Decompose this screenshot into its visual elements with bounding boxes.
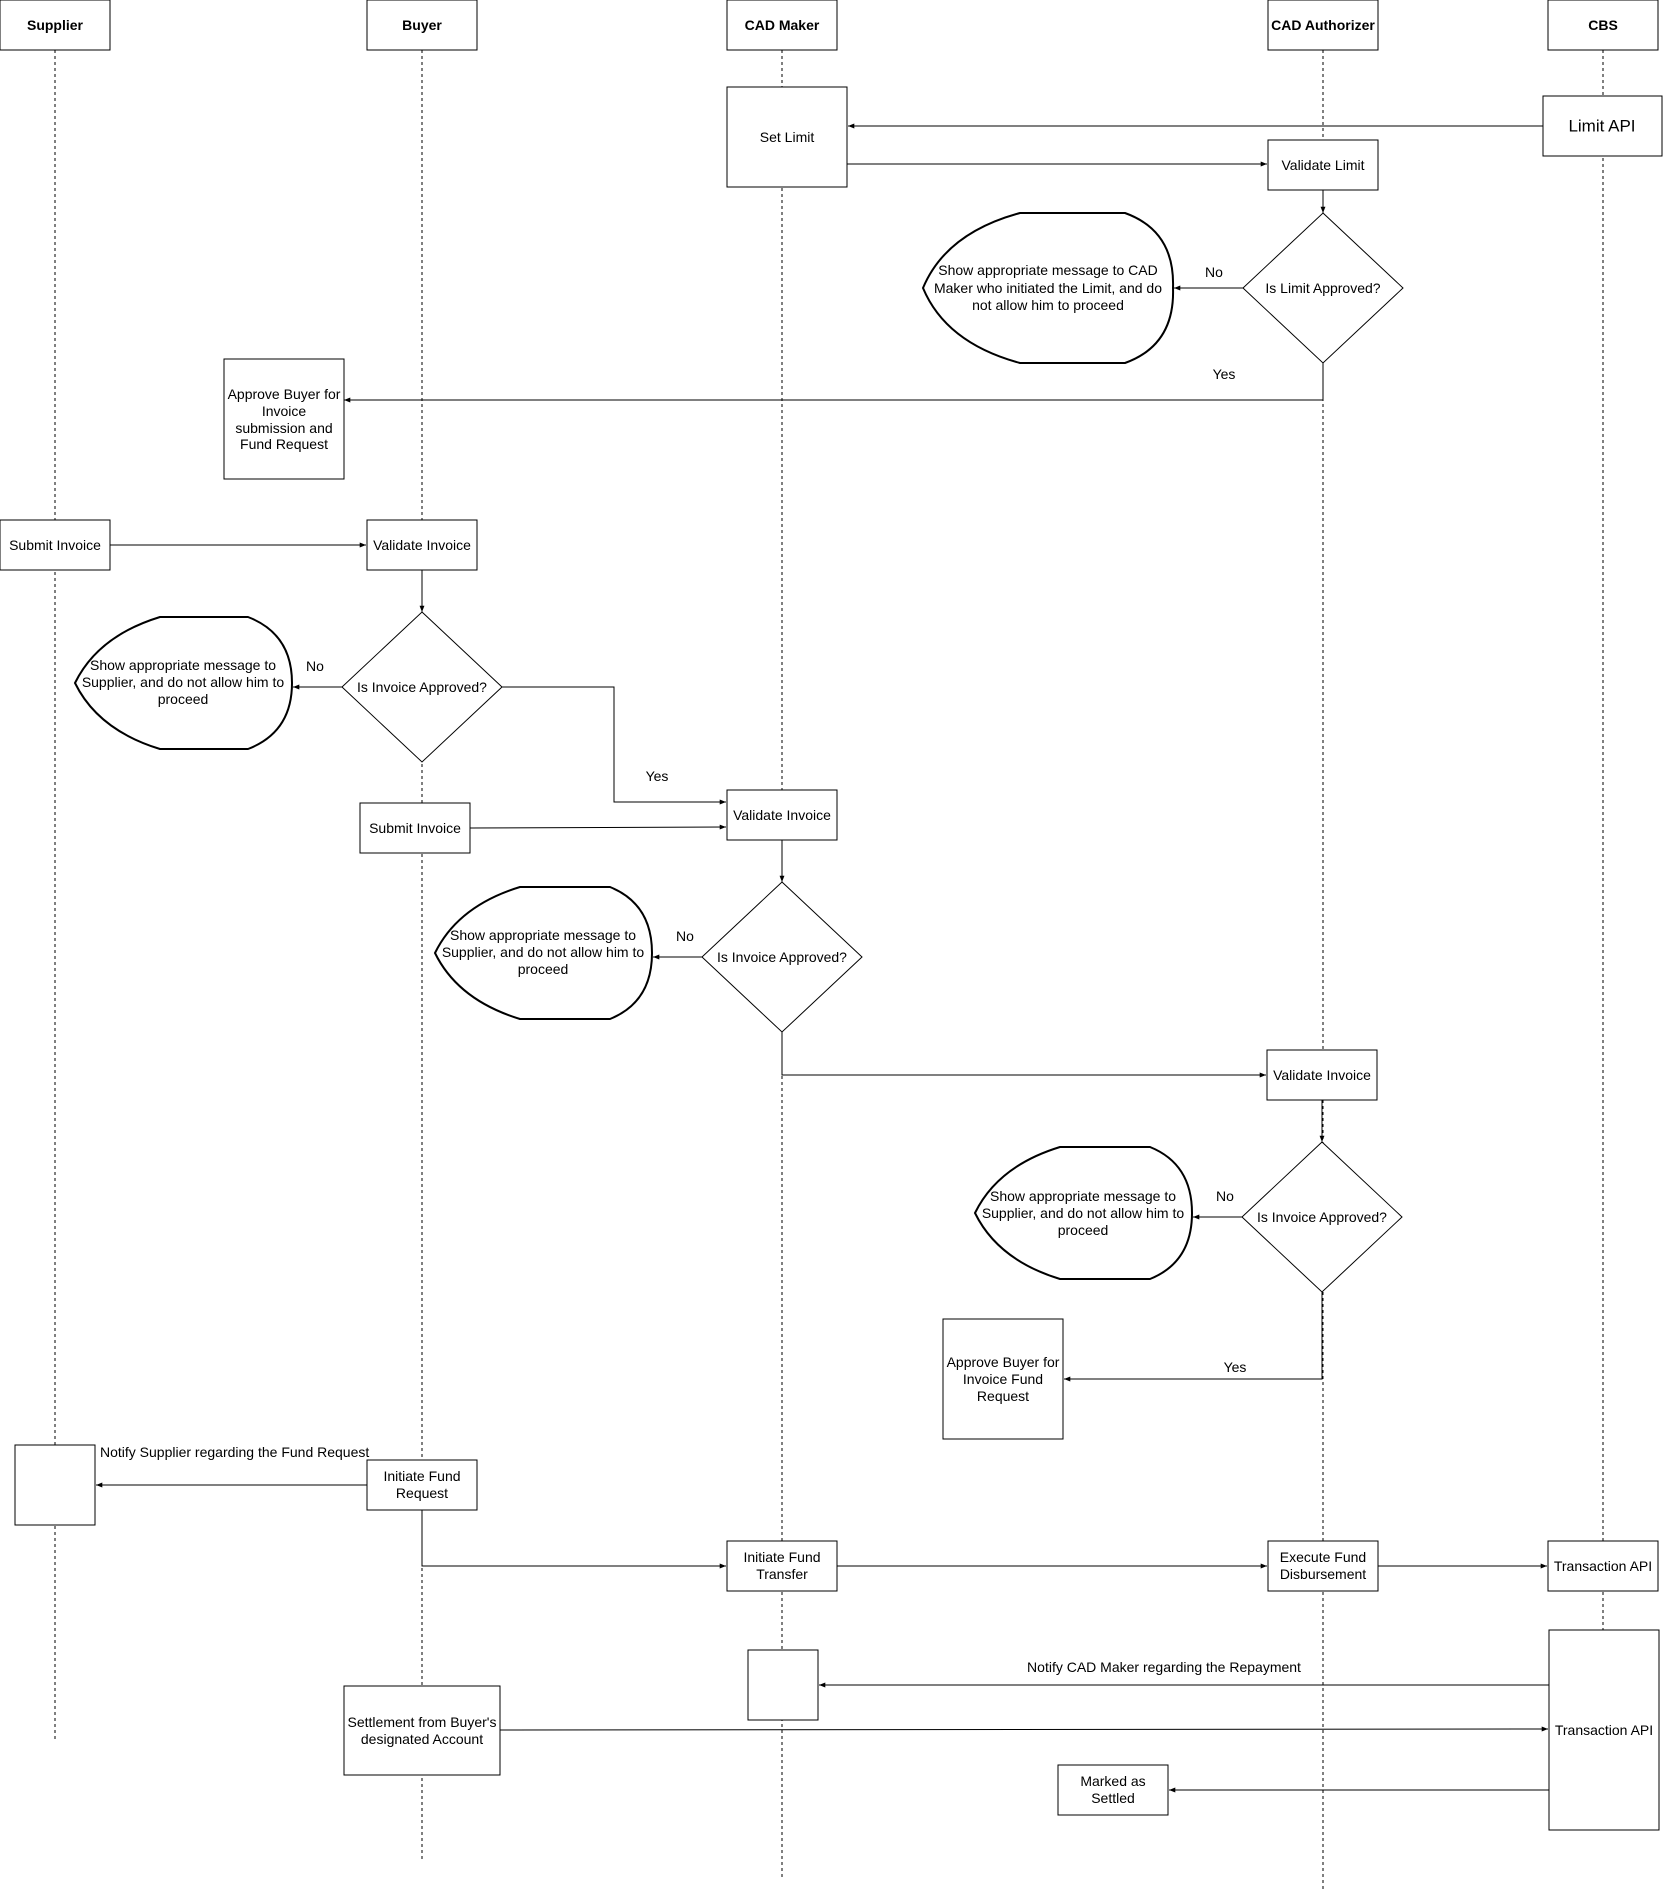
maker-reject-line-1: Show appropriate message to <box>450 927 636 943</box>
maker-reject-line-2: Supplier, and do not allow him to <box>442 944 645 960</box>
approve-buyer-submission-line-4: Fund Request <box>240 436 328 452</box>
lane-header-cad-authorizer-label: CAD Authorizer <box>1271 17 1375 33</box>
buyer-submit-invoice-box: Submit Invoice <box>359 802 471 854</box>
buyer-is-invoice-approved-label: Is Invoice Approved? <box>357 679 487 695</box>
auth-reject-message: Show appropriate message to Supplier, an… <box>973 1146 1194 1280</box>
validate-limit-label: Validate Limit <box>1281 157 1364 173</box>
edge-label-auth-no: No <box>1216 1188 1234 1204</box>
lane-header-cad-authorizer: CAD Authorizer <box>1267 0 1379 51</box>
edge-label-buyer-no: No <box>306 658 324 674</box>
buyer-is-invoice-approved-decision: Is Invoice Approved? <box>341 611 503 763</box>
buyer-validate-invoice-label: Validate Invoice <box>373 537 471 553</box>
marked-settled-line-1: Marked as <box>1080 1773 1145 1789</box>
transaction-api-1-label: Transaction API <box>1554 1558 1652 1574</box>
approve-buyer-fund-line-2: Invoice Fund <box>963 1371 1043 1387</box>
supplier-notification-box <box>14 1444 96 1526</box>
limit-api-box: Limit API <box>1542 95 1663 157</box>
auth-reject-line-1: Show appropriate message to <box>990 1188 1176 1204</box>
arrow-maker-yes <box>781 1032 1266 1078</box>
edge-label-notify-maker: Notify CAD Maker regarding the Repayment <box>1027 1659 1301 1675</box>
buyer-reject-line-3: proceed <box>158 691 209 707</box>
settlement-line-2: designated Account <box>361 1731 483 1747</box>
initiate-fund-request-line-2: Request <box>396 1485 448 1501</box>
is-limit-approved-decision: Is Limit Approved? <box>1242 212 1404 364</box>
buyer-reject-line-2: Supplier, and do not allow him to <box>82 674 285 690</box>
edge-label-notify-supplier: Notify Supplier regarding the Fund Reque… <box>100 1444 369 1460</box>
maker-validate-invoice-label: Validate Invoice <box>733 807 831 823</box>
arrow-buyer-submit-to-maker-validate <box>469 824 727 830</box>
auth-reject-line-3: proceed <box>1058 1222 1109 1238</box>
marked-settled-line-2: Settled <box>1091 1790 1135 1806</box>
execute-fund-disbursement-line-1: Execute Fund <box>1280 1549 1366 1565</box>
auth-is-invoice-approved-label: Is Invoice Approved? <box>1257 1209 1387 1225</box>
lane-header-cad-maker: CAD Maker <box>726 0 838 51</box>
auth-is-invoice-approved-decision: Is Invoice Approved? <box>1241 1141 1403 1293</box>
limit-api-label: Limit API <box>1568 117 1635 136</box>
limit-reject-message: Show appropriate message to CAD Maker wh… <box>921 212 1175 364</box>
lane-header-cbs: CBS <box>1547 0 1659 51</box>
execute-fund-disbursement-box: Execute Fund Disbursement <box>1267 1540 1379 1592</box>
limit-reject-line-2: Maker who initiated the Limit, and do <box>934 280 1162 296</box>
approve-buyer-submission-line-1: Approve Buyer for <box>228 386 341 402</box>
arrow-fund-request-to-transfer <box>421 1510 726 1569</box>
buyer-validate-invoice-box: Validate Invoice <box>366 519 478 571</box>
arrow-auth-yes <box>1064 1292 1323 1382</box>
buyer-submit-invoice-label: Submit Invoice <box>369 820 461 836</box>
auth-validate-invoice-label: Validate Invoice <box>1273 1067 1371 1083</box>
supplier-submit-invoice-box: Submit Invoice <box>0 519 111 571</box>
arrow-settlement-to-transaction-api <box>499 1726 1549 1732</box>
edge-label-limit-no: No <box>1205 264 1223 280</box>
limit-reject-line-3: not allow him to proceed <box>972 297 1124 313</box>
approve-buyer-fund-line-3: Request <box>977 1388 1029 1404</box>
execute-fund-disbursement-line-2: Disbursement <box>1280 1566 1366 1582</box>
auth-validate-invoice-box: Validate Invoice <box>1266 1049 1378 1101</box>
lane-header-supplier-label: Supplier <box>27 17 84 33</box>
limit-reject-line-1: Show appropriate message to CAD <box>938 262 1157 278</box>
maker-validate-invoice-box: Validate Invoice <box>726 789 838 841</box>
edge-label-maker-no: No <box>676 928 694 944</box>
lane-header-supplier: Supplier <box>0 0 111 51</box>
approve-buyer-submission-line-3: submission and <box>235 420 332 436</box>
initiate-fund-request-box: Initiate Fund Request <box>366 1459 478 1511</box>
arrow-buyer-yes <box>502 686 726 805</box>
approve-buyer-fund-line-1: Approve Buyer for <box>947 1354 1060 1370</box>
maker-is-invoice-approved-decision: Is Invoice Approved? <box>701 881 863 1033</box>
initiate-fund-transfer-line-2: Transfer <box>756 1566 808 1582</box>
approve-buyer-fund-box: Approve Buyer for Invoice Fund Request <box>942 1318 1064 1440</box>
edge-label-buyer-yes: Yes <box>646 768 669 784</box>
transaction-api-2-label: Transaction API <box>1555 1722 1653 1738</box>
set-limit-box: Set Limit <box>726 86 848 188</box>
initiate-fund-request-line-1: Initiate Fund <box>383 1468 460 1484</box>
set-limit-label: Set Limit <box>760 129 815 145</box>
settlement-box: Settlement from Buyer's designated Accou… <box>343 1685 501 1776</box>
approve-buyer-submission-box: Approve Buyer for Invoice submission and… <box>223 358 345 480</box>
maker-is-invoice-approved-label: Is Invoice Approved? <box>717 949 847 965</box>
initiate-fund-transfer-box: Initiate Fund Transfer <box>726 1540 838 1592</box>
lane-header-cbs-label: CBS <box>1588 17 1618 33</box>
settlement-line-1: Settlement from Buyer's <box>348 1714 497 1730</box>
maker-reject-message: Show appropriate message to Supplier, an… <box>433 886 654 1020</box>
transaction-api-box-1: Transaction API <box>1547 1540 1659 1592</box>
maker-reject-line-3: proceed <box>518 961 569 977</box>
lane-header-buyer-label: Buyer <box>402 17 442 33</box>
is-limit-approved-label: Is Limit Approved? <box>1265 280 1380 296</box>
lane-header-cad-maker-label: CAD Maker <box>745 17 820 33</box>
validate-limit-box: Validate Limit <box>1267 139 1379 191</box>
cad-maker-notification-box <box>747 1649 819 1721</box>
buyer-reject-message: Show appropriate message to Supplier, an… <box>73 616 294 750</box>
marked-settled-box: Marked as Settled <box>1057 1764 1169 1816</box>
supplier-submit-invoice-label: Submit Invoice <box>9 537 101 553</box>
transaction-api-box-2: Transaction API <box>1548 1629 1660 1831</box>
initiate-fund-transfer-line-1: Initiate Fund <box>743 1549 820 1565</box>
arrow-limit-yes <box>344 363 1324 403</box>
approve-buyer-submission-line-2: Invoice <box>262 403 307 419</box>
edge-label-limit-yes: Yes <box>1213 366 1236 382</box>
auth-reject-line-2: Supplier, and do not allow him to <box>982 1205 1185 1221</box>
lane-header-buyer: Buyer <box>366 0 478 51</box>
edge-label-auth-yes: Yes <box>1224 1359 1247 1375</box>
buyer-reject-line-1: Show appropriate message to <box>90 657 276 673</box>
